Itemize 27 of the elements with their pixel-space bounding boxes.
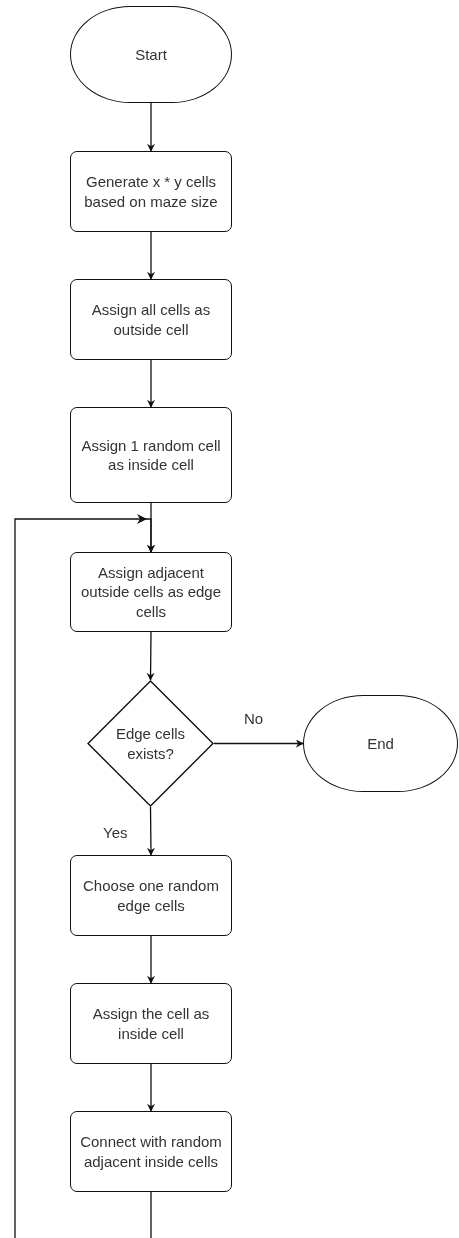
arrow xyxy=(147,231,155,280)
step-text: Choose one random edge cells xyxy=(82,876,220,915)
terminal-shape xyxy=(303,695,458,792)
step-text: Assign all cells as outside cell xyxy=(90,300,212,339)
step-text: End xyxy=(367,733,394,754)
arrow xyxy=(146,806,155,856)
step-text: Edge cells exists? xyxy=(114,724,187,763)
process-box xyxy=(70,1111,232,1192)
arrow xyxy=(147,1063,155,1112)
step-text: Connect with random adjacent inside cells xyxy=(79,1132,223,1171)
process-box xyxy=(70,983,232,1064)
arrow xyxy=(147,102,155,152)
decision-diamond xyxy=(87,680,214,807)
process-box xyxy=(70,407,232,503)
step-text: Assign adjacent outside cells as edge cells xyxy=(79,562,223,622)
process-box xyxy=(70,855,232,936)
process-box xyxy=(70,552,232,632)
step-text: Start xyxy=(135,44,167,65)
arrow xyxy=(147,359,155,408)
arrow xyxy=(146,631,155,681)
step-text: Assign the cell as inside cell xyxy=(91,1004,211,1043)
step-text: Generate x * y cells based on maze size xyxy=(83,172,219,211)
arrow xyxy=(147,935,155,984)
arrow xyxy=(213,739,304,748)
process-box xyxy=(70,279,232,360)
process-box xyxy=(70,151,232,232)
step-text: Assign 1 random cell as inside cell xyxy=(80,435,222,475)
